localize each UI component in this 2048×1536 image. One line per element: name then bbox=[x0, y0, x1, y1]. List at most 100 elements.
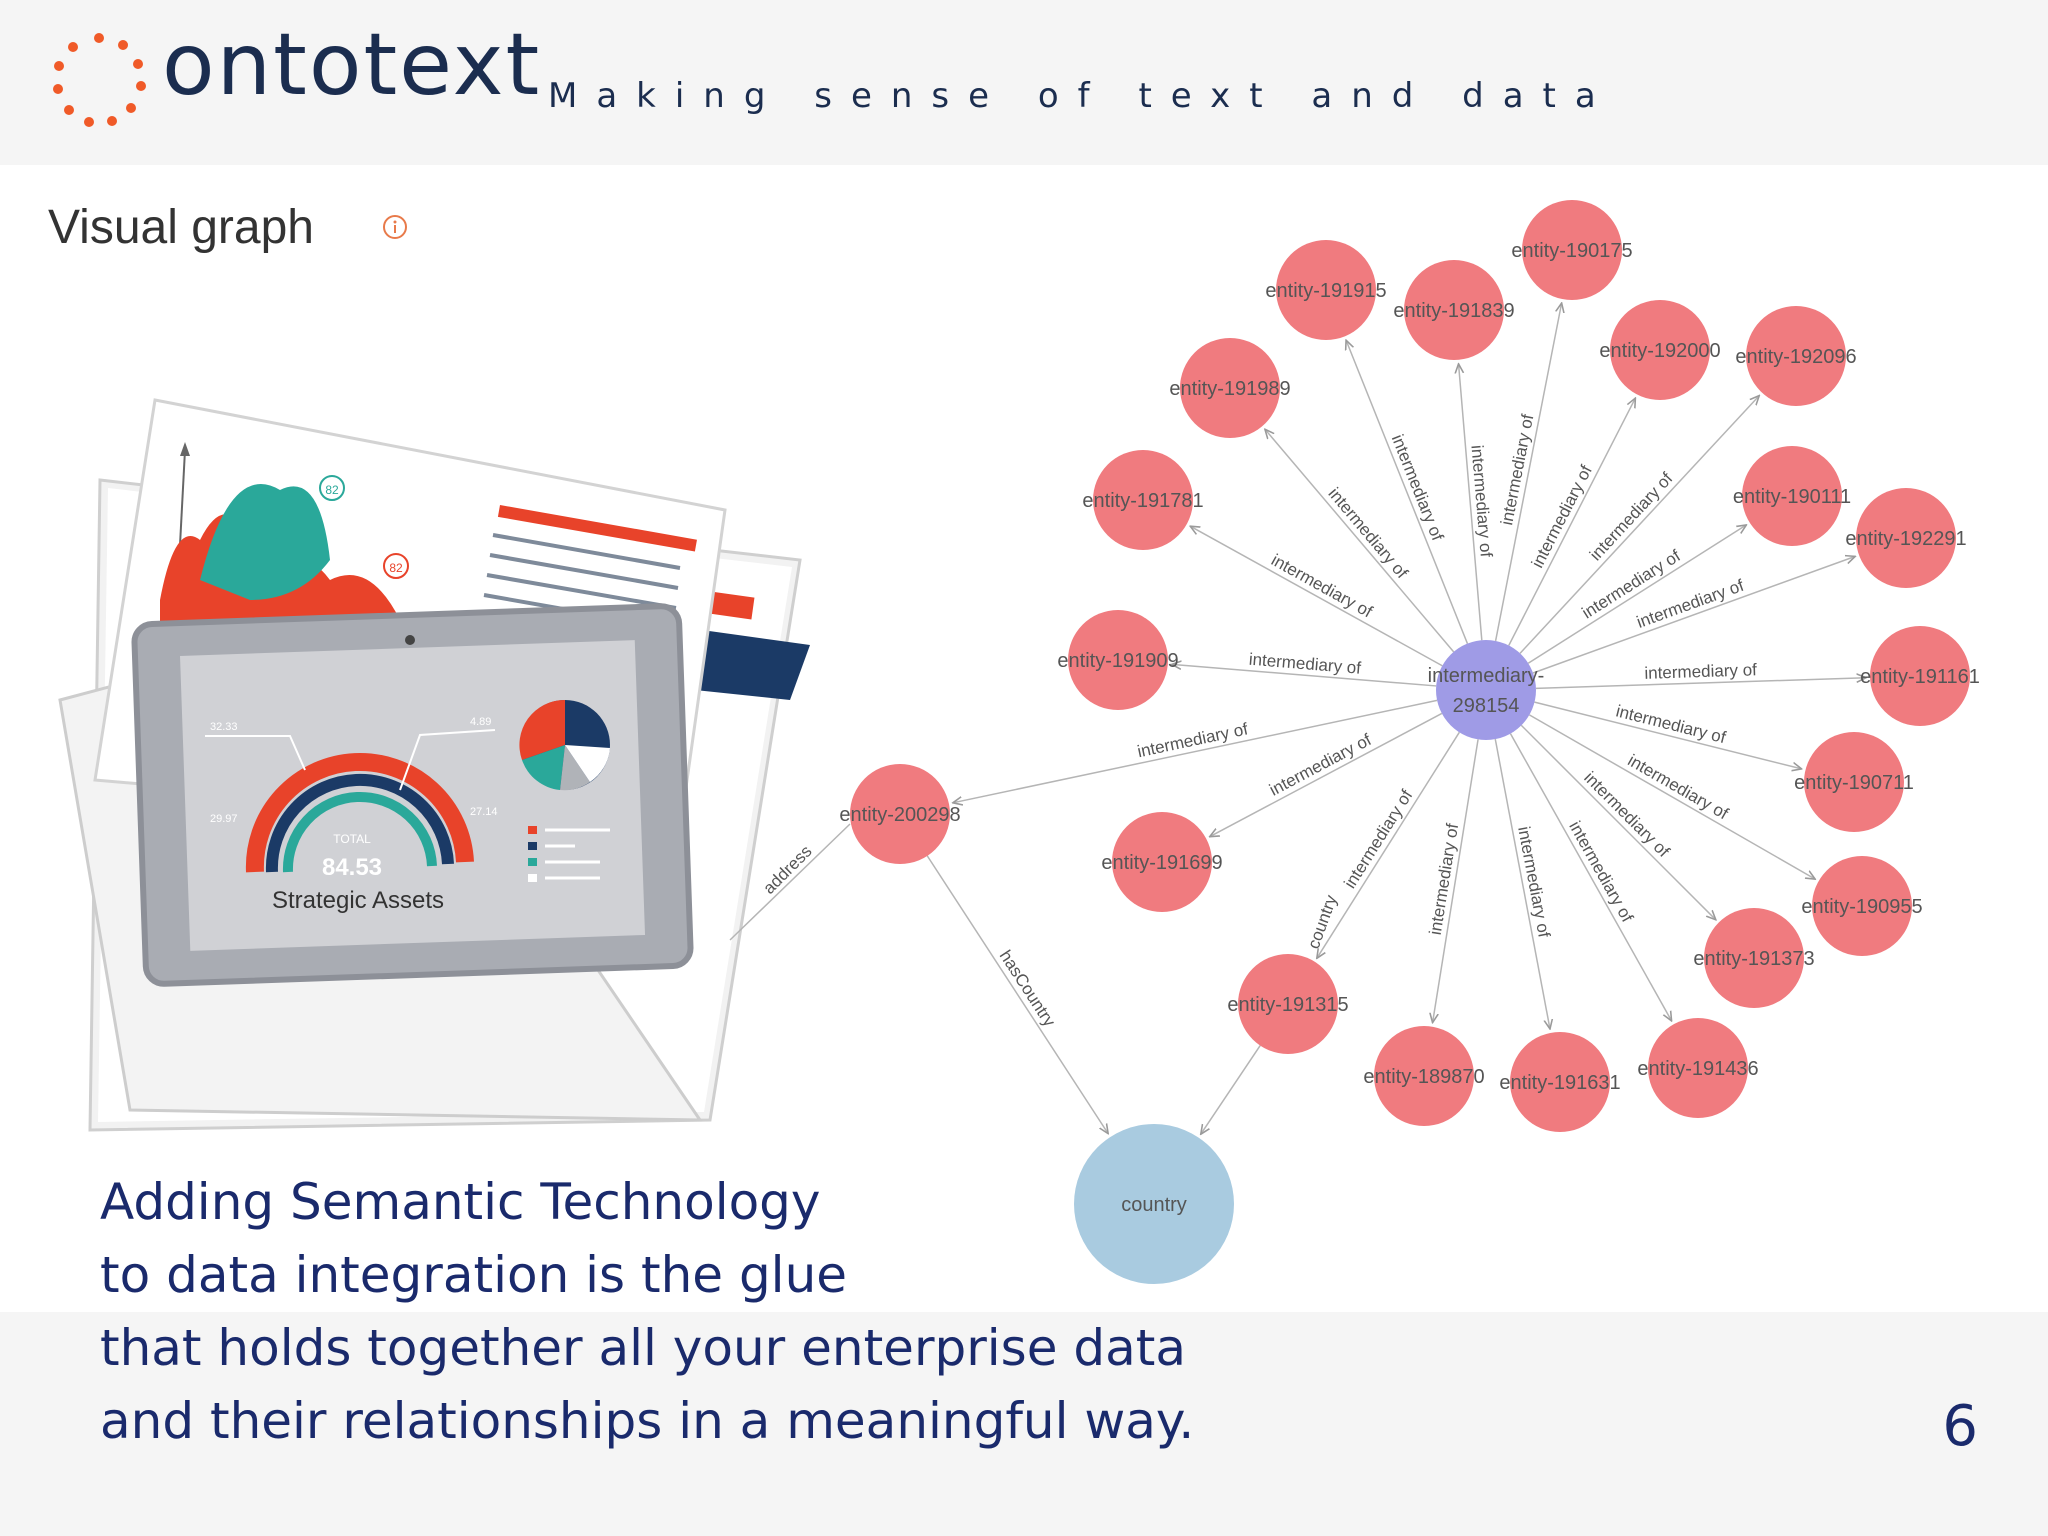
strategic-assets-label: Strategic Assets bbox=[272, 887, 444, 914]
entity-node[interactable]: entity-191436 bbox=[1637, 1018, 1759, 1118]
entity-node-label: entity-191631 bbox=[1499, 1072, 1620, 1094]
entity-node-circle[interactable] bbox=[1742, 446, 1842, 546]
entity-node[interactable]: entity-191839 bbox=[1393, 260, 1515, 360]
entity-node[interactable]: entity-191781 bbox=[1082, 450, 1204, 550]
edge-label: intermediary of bbox=[1268, 550, 1376, 621]
entity-node[interactable]: entity-190955 bbox=[1801, 856, 1923, 956]
entity-node-circle[interactable] bbox=[1856, 488, 1956, 588]
gauge-value: 27.14 bbox=[470, 806, 498, 818]
ontotext-logo-icon bbox=[53, 33, 146, 127]
entity-node-label: entity-190111 bbox=[1733, 486, 1851, 508]
country-node-label: country bbox=[1121, 1194, 1187, 1216]
graph-edge bbox=[1527, 525, 1746, 664]
entity-node[interactable]: entity-192000 bbox=[1599, 300, 1721, 400]
entity-node-circle[interactable] bbox=[1238, 954, 1338, 1054]
tagline: Making sense of text and data bbox=[548, 76, 1615, 116]
entity-node-label: entity-191161 bbox=[1860, 666, 1980, 688]
hub-entity-node[interactable]: entity-200298 bbox=[839, 764, 961, 864]
center-node-label: intermediary- bbox=[1428, 665, 1545, 687]
entity-node[interactable]: entity-191373 bbox=[1693, 908, 1815, 1008]
entity-node[interactable]: entity-191909 bbox=[1057, 610, 1179, 710]
edge-label: intermediary of bbox=[1565, 818, 1637, 926]
entity-node[interactable]: entity-191161 bbox=[1860, 626, 1980, 726]
entity-node-circle[interactable] bbox=[1704, 908, 1804, 1008]
graph-edge bbox=[1535, 678, 1866, 690]
entity-node[interactable]: entity-192291 bbox=[1845, 488, 1967, 588]
panel-title: Visual graph bbox=[48, 201, 314, 254]
info-icon[interactable] bbox=[382, 214, 408, 240]
graph-edge bbox=[1190, 526, 1443, 667]
entity-node-circle[interactable] bbox=[1870, 626, 1970, 726]
graph-edge bbox=[1459, 364, 1483, 641]
edge-label: intermediary of bbox=[1634, 576, 1746, 632]
entity-node-circle[interactable] bbox=[1812, 856, 1912, 956]
caption: Adding Semantic Technology to data integ… bbox=[100, 1166, 1194, 1458]
center-node-label: 298154 bbox=[1453, 695, 1520, 717]
graph-edge bbox=[1265, 429, 1455, 653]
edge-label: intermediary of bbox=[1625, 751, 1732, 824]
entity-node-label: entity-189870 bbox=[1363, 1066, 1484, 1088]
edge-label: intermediary of bbox=[1514, 825, 1554, 939]
gauge-value: 4.89 bbox=[470, 716, 491, 728]
graph-edge bbox=[1346, 340, 1469, 644]
graph-edge bbox=[1534, 701, 1802, 769]
entity-node-circle[interactable] bbox=[1648, 1018, 1748, 1118]
entity-node-circle[interactable] bbox=[1522, 200, 1622, 300]
entity-node-circle[interactable] bbox=[1374, 1026, 1474, 1126]
graph-edge bbox=[1509, 733, 1671, 1021]
edge-label: intermediary of bbox=[1266, 730, 1374, 800]
entity-node-label: entity-191909 bbox=[1057, 650, 1178, 672]
entity-node-label: entity-191989 bbox=[1169, 378, 1290, 400]
entity-node-label: entity-191373 bbox=[1693, 948, 1814, 970]
edge-label: intermediary of bbox=[1614, 702, 1728, 748]
graph-edge bbox=[729, 823, 851, 941]
entity-node-circle[interactable] bbox=[1746, 306, 1846, 406]
graph-edge bbox=[1520, 724, 1715, 919]
entity-node[interactable]: entity-190711 bbox=[1794, 732, 1914, 832]
entity-node-label: entity-191781 bbox=[1082, 490, 1203, 512]
entity-node[interactable]: entity-190175 bbox=[1511, 200, 1633, 300]
entity-node-label: entity-191839 bbox=[1393, 300, 1514, 322]
entity-node[interactable]: entity-191989 bbox=[1169, 338, 1291, 438]
entity-node[interactable]: entity-191915 bbox=[1265, 240, 1387, 340]
graph-edge bbox=[1508, 398, 1636, 646]
entity-node-circle[interactable] bbox=[1112, 812, 1212, 912]
entity-node[interactable]: entity-192096 bbox=[1735, 306, 1857, 406]
graph-edge bbox=[1519, 396, 1759, 654]
entity-node-circle[interactable] bbox=[1804, 732, 1904, 832]
center-node-circle[interactable] bbox=[1436, 640, 1536, 740]
entity-node-circle[interactable] bbox=[1610, 300, 1710, 400]
entity-node-label: entity-192096 bbox=[1735, 346, 1856, 368]
entity-node-circle[interactable] bbox=[1510, 1032, 1610, 1132]
hub-entity-node-circle[interactable] bbox=[850, 764, 950, 864]
country-node-circle[interactable] bbox=[1074, 1124, 1234, 1284]
country-node[interactable]: country bbox=[1074, 1124, 1234, 1284]
caption-line: and their relationships in a meaningful … bbox=[100, 1392, 1195, 1450]
entity-node-label: entity-190955 bbox=[1801, 896, 1922, 918]
entity-node-circle[interactable] bbox=[1404, 260, 1504, 360]
graph-edge bbox=[926, 855, 1108, 1134]
entity-node[interactable]: entity-191699 bbox=[1101, 812, 1223, 912]
entity-node-label: entity-191915 bbox=[1265, 280, 1386, 302]
page-number: 6 bbox=[1942, 1394, 1978, 1459]
entity-node-circle[interactable] bbox=[1093, 450, 1193, 550]
gauge-total-label: TOTAL bbox=[333, 832, 371, 846]
entity-node[interactable]: entity-191631 bbox=[1499, 1032, 1621, 1132]
entity-node-circle[interactable] bbox=[1276, 240, 1376, 340]
entity-node-circle[interactable] bbox=[1068, 610, 1168, 710]
caption-line: Adding Semantic Technology bbox=[100, 1173, 821, 1231]
entity-node[interactable]: entity-190111 bbox=[1733, 446, 1851, 546]
edge-label: intermediary of bbox=[1324, 484, 1411, 582]
graph-edge bbox=[1532, 556, 1855, 674]
edge-label: intermediary of bbox=[1426, 822, 1463, 936]
center-node[interactable]: intermediary- 298154 bbox=[1428, 640, 1545, 740]
graph-edge bbox=[1172, 664, 1437, 687]
entity-node[interactable]: entity-189870 bbox=[1363, 1026, 1485, 1126]
entity-node[interactable]: entity-191315 bbox=[1227, 954, 1349, 1054]
entity-node-label: entity-191436 bbox=[1637, 1058, 1758, 1080]
graph-edge bbox=[1210, 712, 1443, 836]
entity-node-circle[interactable] bbox=[1180, 338, 1280, 438]
gauge-value: 29.97 bbox=[210, 813, 238, 825]
